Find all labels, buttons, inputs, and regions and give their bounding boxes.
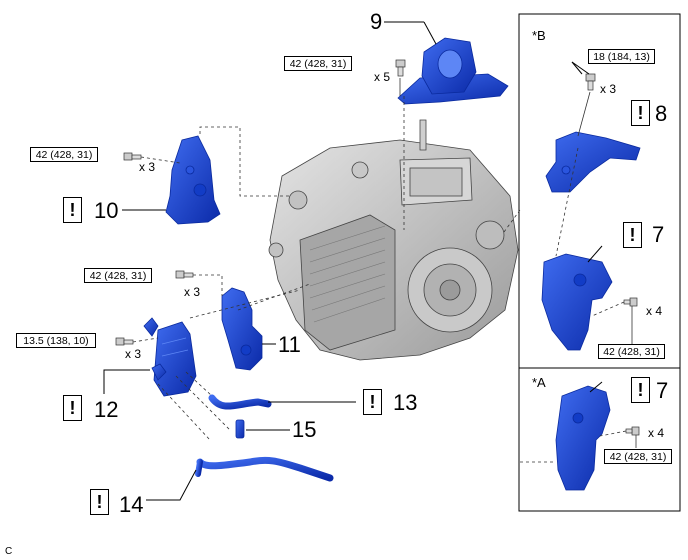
leader-line: [193, 274, 223, 296]
part-7-bracket-b: [541, 253, 613, 351]
bolt-icon: [585, 73, 596, 91]
part-7b-number: 7: [652, 222, 665, 247]
callout-leader: [589, 381, 603, 393]
leader-line: [132, 337, 159, 343]
part-15-number: 15: [292, 417, 317, 442]
part-11-bracket: [221, 287, 263, 371]
part-7a-torque-spec: 42 (428, 31): [604, 449, 672, 464]
part-12-torque-spec: 13.5 (138, 10): [16, 333, 96, 348]
leader-line: [199, 126, 290, 197]
part-7a-number: 7: [656, 378, 669, 403]
part-10-bracket: [165, 135, 221, 225]
part-10-notice-icon: !: [63, 197, 82, 223]
part-14-hose: [196, 456, 334, 482]
part-9-number: 9: [370, 9, 383, 34]
part-10-number: 10: [94, 198, 119, 223]
part-7b-quantity: x 4: [646, 304, 663, 318]
leader-line: [591, 301, 625, 317]
part-9-quantity: x 5: [374, 70, 391, 84]
part-11-quantity: x 3: [184, 285, 201, 299]
part-13-hose: [208, 394, 272, 410]
part-7b-torque-spec: 42 (428, 31): [598, 344, 665, 359]
bolt-icon: [625, 426, 640, 436]
figure-id: C: [5, 546, 13, 557]
leader-line: [599, 430, 627, 437]
part-13-notice-icon: !: [363, 389, 382, 415]
callout-leader: [103, 369, 150, 394]
transaxle-assembly: [268, 119, 519, 361]
part-13-number: 13: [393, 390, 418, 415]
part-11-torque-spec: 42 (428, 31): [84, 268, 152, 283]
part-9-mount: [397, 37, 509, 105]
part-8-number: 8: [655, 101, 668, 126]
leader-line: [555, 147, 579, 257]
part-12-quantity: x 3: [125, 347, 142, 361]
part-11-number: 11: [278, 332, 301, 357]
part-8-notice-icon: !: [631, 100, 650, 126]
callout-leader: [423, 21, 437, 45]
part-10-torque-spec: 42 (428, 31): [30, 147, 98, 162]
part-15-clip: [235, 419, 245, 439]
part-8-quantity: x 3: [600, 82, 617, 96]
part-9-torque-spec: 42 (428, 31): [284, 56, 352, 71]
part-7b-notice-icon: !: [623, 222, 642, 248]
bolt-icon: [623, 297, 638, 307]
part-7-bracket-a: [555, 385, 611, 491]
leader-line: [189, 289, 301, 319]
bolt-icon: [395, 59, 406, 77]
leader-line: [503, 209, 521, 233]
part-8-torque-spec: 18 (184, 13): [588, 49, 655, 64]
part-7a-quantity: x 4: [648, 426, 665, 440]
leader-line: [140, 156, 181, 164]
part-12-number: 12: [94, 397, 119, 422]
part-12-cooler: [143, 317, 197, 397]
part-8-bracket: [545, 131, 641, 193]
bolt-icon: [123, 152, 142, 161]
part-12-notice-icon: !: [63, 395, 82, 421]
bolt-icon: [115, 337, 134, 346]
callout-leader: [571, 61, 583, 75]
callout-leader: [587, 245, 603, 263]
part-14-notice-icon: !: [90, 489, 109, 515]
leader-line: [157, 383, 211, 441]
part-14-number: 14: [119, 492, 144, 517]
part-7a-notice-icon: !: [631, 377, 650, 403]
variant-a-label: *A: [532, 375, 546, 390]
bolt-icon: [175, 270, 194, 279]
variant-frame-outer: [518, 13, 681, 512]
callout-leader: [571, 61, 590, 75]
callout-leader: [146, 469, 197, 501]
part-14-hose-end: [195, 459, 203, 477]
leader-line: [577, 91, 591, 137]
variant-b-label: *B: [532, 28, 546, 43]
leader-line: [175, 375, 231, 431]
part-10-quantity: x 3: [139, 160, 156, 174]
